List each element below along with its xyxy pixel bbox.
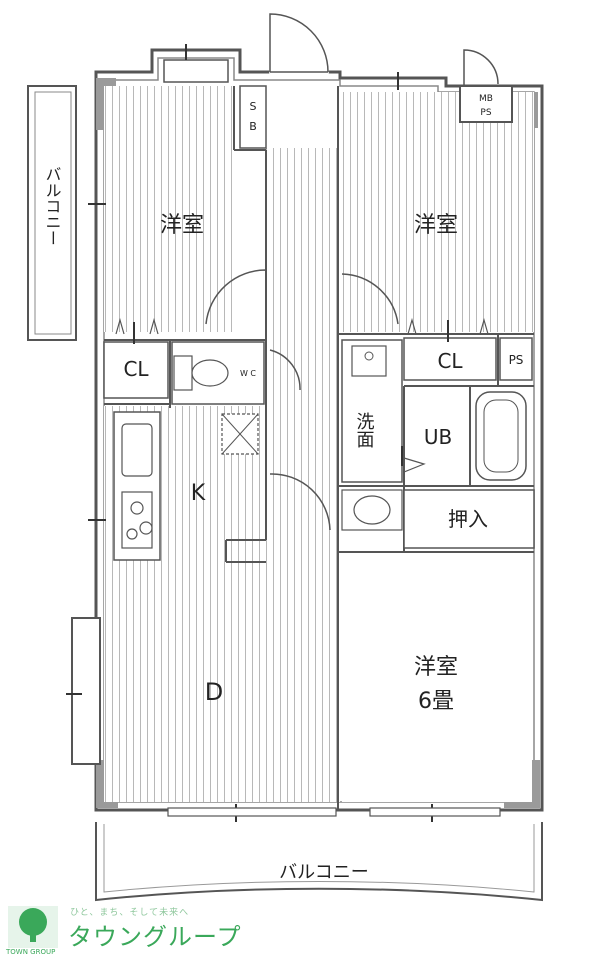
shoe-box-label-s: S [250,100,257,113]
kitchen-label: K [191,481,206,506]
pipe-space-right-label: PS [509,353,524,367]
western-room-lower-right-label: 洋室 [414,655,458,680]
dining-label: D [205,678,223,706]
closet-right-label: CL [437,349,463,373]
closet-left-label: CL [123,357,149,381]
balcony-bottom-label: バルコニー [279,862,369,883]
western-room-upper-left-label: 洋室 [160,213,204,238]
shoe-box-label-b: B [249,120,257,133]
floor-western-upper-left [104,86,234,332]
meter-ps-label: PS [480,108,491,118]
floor-western-lower-right [342,556,532,802]
western-room-upper-right-label: 洋室 [414,213,458,238]
balcony-side [27,85,77,341]
washroom-label: 洗面 [354,412,375,448]
unit-bath-label: UB [424,425,452,449]
logo-tagline: ひと、まち、そして未来へ [70,908,190,918]
logo-small: TOWN GROUP [6,948,56,956]
tree-logo-icon [8,906,58,948]
balcony-side-label: バルコニー [43,166,62,246]
floor-western-upper-right [342,92,534,332]
toilet-label: W C [240,369,256,378]
storage-label: 押入 [448,507,488,531]
meter-box-label: MB [479,94,493,104]
balcony-bottom [95,822,543,902]
logo-name: タウングループ [68,923,242,951]
western-room-lower-right-size: 6畳 [418,689,454,714]
